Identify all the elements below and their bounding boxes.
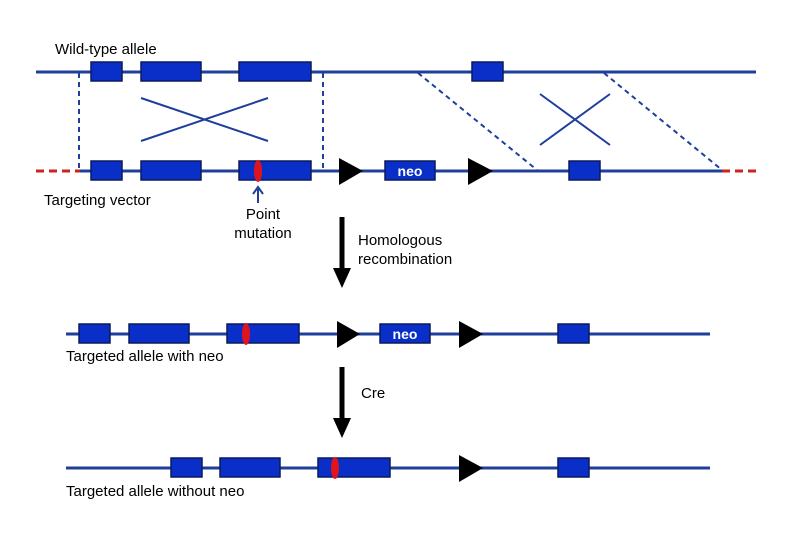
with-neo-loxp-1 [337, 321, 360, 348]
wild-type-allele [36, 61, 756, 82]
without-neo-exon-3 [317, 457, 391, 478]
wild-type-exon-3 [238, 61, 312, 82]
homology-dash-diag-right [603, 72, 723, 171]
vector-neo-label: neo [398, 163, 423, 179]
wild-type-exon-4 [471, 61, 504, 82]
with-neo-neo-cassette [379, 323, 431, 344]
targeted-allele-without-neo [66, 455, 710, 482]
targeted-allele-with-neo: neo [66, 321, 710, 348]
targeted-without-neo-label: Targeted allele without neo [66, 483, 244, 500]
vector-neo-cassette [384, 160, 436, 181]
point-mutation-pointer-head [252, 185, 264, 195]
vector-exon-3 [238, 160, 312, 181]
with-neo-exon-1 [78, 323, 111, 344]
targeting-vector: neo [36, 158, 760, 185]
crossover-line-d [539, 93, 611, 146]
with-neo-exon-4 [557, 323, 590, 344]
targeting-vector-label: Targeting vector [44, 192, 151, 209]
vector-point-mutation [254, 160, 262, 182]
point-mutation-label-line1: Point [246, 206, 281, 223]
without-neo-point-mutation [331, 457, 339, 479]
vector-exon-2 [140, 160, 202, 181]
without-neo-exon-2 [219, 457, 281, 478]
targeted-with-neo-label: Targeted allele with neo [66, 348, 224, 365]
homology-dash-diag-left [417, 72, 538, 171]
with-neo-neo-label: neo [393, 326, 418, 342]
arrow-2-head [333, 418, 351, 438]
wild-type-label: Wild-type allele [55, 41, 157, 58]
arrow-1-head [333, 268, 351, 288]
point-mutation-callout: Point mutation [234, 185, 292, 242]
vector-loxp-2 [468, 158, 493, 185]
point-mutation-label-line2: mutation [234, 225, 292, 242]
vector-loxp-1 [339, 158, 363, 185]
crossover-line-b [140, 97, 269, 142]
with-neo-exon-3 [226, 323, 300, 344]
vector-exon-1 [90, 160, 123, 181]
homologous-label-line2: recombination [358, 251, 452, 268]
wild-type-exon-2 [140, 61, 202, 82]
crossover-region [78, 72, 723, 171]
homologous-label-line1: Homologous [358, 232, 442, 249]
without-neo-loxp [459, 455, 483, 482]
wild-type-exon-1 [90, 61, 123, 82]
with-neo-exon-2 [128, 323, 190, 344]
cre-arrow [333, 367, 351, 438]
without-neo-exon-4 [557, 457, 590, 478]
with-neo-loxp-2 [459, 321, 483, 348]
vector-exon-4 [568, 160, 601, 181]
with-neo-point-mutation [242, 323, 250, 345]
cre-label: Cre [361, 385, 385, 402]
without-neo-exon-1 [170, 457, 203, 478]
homologous-recombination-arrow [333, 217, 351, 288]
